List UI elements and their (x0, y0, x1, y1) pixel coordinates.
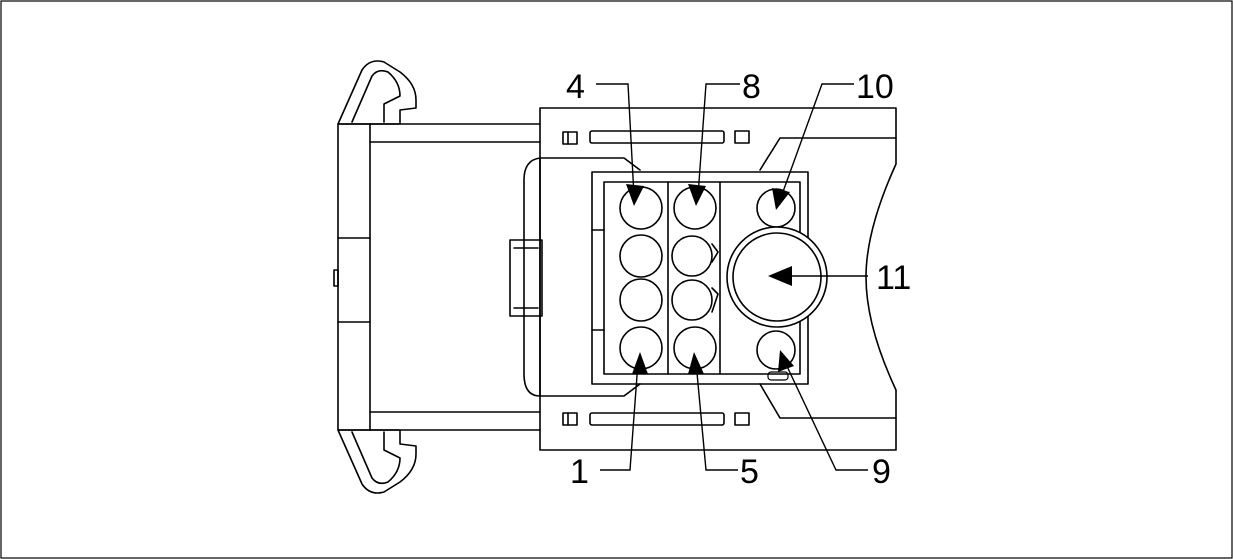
pin-label-4: 4 (566, 68, 585, 106)
pin-7-cavity (671, 235, 713, 277)
pin-3-cavity (619, 234, 663, 278)
pin-4-arrow (626, 184, 644, 206)
pin-10-arrow (772, 188, 790, 210)
pin-label-11: 11 (876, 259, 911, 297)
pin-9-arrow (778, 350, 794, 372)
pin-label-8: 8 (742, 68, 761, 106)
pin-labels: 4 8 10 11 1 5 9 (566, 68, 911, 491)
pin-8-arrow (688, 184, 706, 206)
pin-4-cavity (619, 186, 663, 230)
pin-label-5: 5 (740, 453, 759, 491)
pin-2-cavity (619, 278, 663, 322)
pin-label-1: 1 (570, 453, 589, 491)
left-latch (333, 60, 417, 494)
callouts (596, 83, 868, 471)
pin-1-arrow (632, 352, 648, 374)
pin-label-9: 9 (872, 453, 891, 491)
pin-6-cavity (671, 279, 713, 321)
pin-5-arrow (688, 352, 704, 374)
pin-grid (619, 186, 828, 370)
pin-11-arrow (768, 266, 792, 286)
housing-body (369, 107, 897, 451)
pin-label-10: 10 (856, 68, 894, 106)
